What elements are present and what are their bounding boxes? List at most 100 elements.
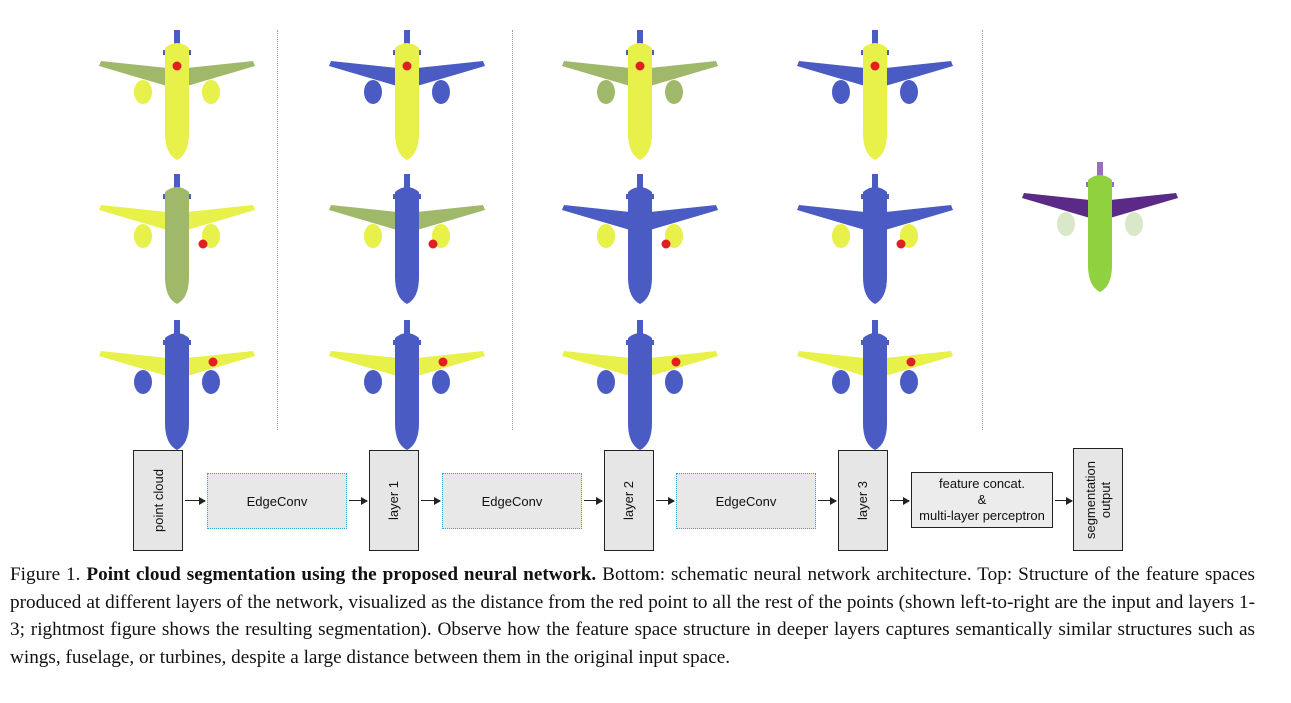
fuselage-shape bbox=[628, 333, 652, 450]
turbine-shape bbox=[364, 370, 382, 394]
query-point bbox=[208, 357, 218, 367]
wing-shape bbox=[329, 205, 485, 230]
fuselage-shape bbox=[395, 43, 419, 160]
wing-shape bbox=[99, 351, 255, 376]
query-point bbox=[671, 357, 681, 367]
airplane-point-cloud bbox=[99, 30, 255, 160]
wing-shape bbox=[562, 61, 718, 86]
edgeconv-label: EdgeConv bbox=[715, 493, 777, 509]
arrow bbox=[421, 496, 441, 505]
segmentation-result-plane bbox=[1020, 160, 1180, 300]
wing-shape bbox=[797, 351, 953, 376]
airplane-point-cloud bbox=[797, 30, 953, 160]
fuselage-shape bbox=[863, 43, 887, 160]
wing-shape bbox=[562, 205, 718, 230]
tail-shape bbox=[163, 174, 191, 199]
fuselage-shape bbox=[165, 187, 189, 304]
segmentation-output-label: segmentation output bbox=[1083, 460, 1113, 538]
mlp-label-line-2: & bbox=[977, 492, 987, 507]
wing-shape bbox=[99, 205, 255, 230]
column-divider bbox=[277, 30, 278, 430]
turbine-shape bbox=[665, 370, 683, 394]
tail-shape bbox=[861, 174, 889, 199]
airplane-point-cloud bbox=[99, 174, 255, 304]
wing-shape bbox=[329, 351, 485, 376]
fuselage-shape bbox=[628, 187, 652, 304]
mlp-label-line-3: multi-layer perceptron bbox=[919, 508, 1045, 523]
fuselage-shape bbox=[395, 333, 419, 450]
turbine-shape bbox=[1125, 212, 1143, 236]
turbine-shape bbox=[597, 80, 615, 104]
turbine-shape bbox=[432, 80, 450, 104]
plane-row-1-layer-3 bbox=[795, 28, 955, 168]
figure-caption: Figure 1. Point cloud segmentation using… bbox=[10, 561, 1255, 671]
airplane-point-cloud bbox=[329, 320, 485, 450]
query-point bbox=[896, 239, 906, 249]
airplane-point-cloud bbox=[562, 174, 718, 304]
turbine-shape bbox=[832, 370, 850, 394]
edgeconv-label: EdgeConv bbox=[481, 493, 543, 509]
tail-shape bbox=[626, 30, 654, 55]
point-cloud-label: point cloud bbox=[150, 469, 166, 532]
turbine-shape bbox=[364, 224, 382, 248]
edgeconv-label: EdgeConv bbox=[246, 493, 308, 509]
caption-label: Figure 1. bbox=[10, 564, 81, 585]
plane-row-3-layer-1 bbox=[327, 318, 487, 458]
layer-1-block: layer 1 bbox=[369, 450, 419, 551]
turbine-shape bbox=[202, 80, 220, 104]
arrow bbox=[1055, 496, 1073, 505]
airplane-point-cloud bbox=[329, 30, 485, 160]
turbine-shape bbox=[900, 80, 918, 104]
tail-shape bbox=[393, 30, 421, 55]
turbine-shape bbox=[665, 80, 683, 104]
arrow bbox=[349, 496, 368, 505]
output-label-line-2: output bbox=[1098, 481, 1113, 518]
caption-title: Point cloud segmentation using the propo… bbox=[86, 564, 597, 585]
query-point bbox=[870, 61, 880, 71]
plane-row-2-input bbox=[97, 172, 257, 312]
plane-row-1-layer-1 bbox=[327, 28, 487, 168]
turbine-shape bbox=[134, 370, 152, 394]
tail-shape bbox=[393, 174, 421, 199]
layer-2-label: layer 2 bbox=[621, 480, 637, 521]
wing-shape bbox=[562, 351, 718, 376]
query-point bbox=[438, 357, 448, 367]
turbine-shape bbox=[432, 370, 450, 394]
wing-shape bbox=[1022, 193, 1178, 218]
fuselage-shape bbox=[863, 333, 887, 450]
turbine-shape bbox=[364, 80, 382, 104]
layer-2-block: layer 2 bbox=[604, 450, 654, 551]
query-point bbox=[906, 357, 916, 367]
plane-row-2-layer-2 bbox=[560, 172, 720, 312]
output-label-line-1: segmentation bbox=[1083, 460, 1098, 539]
turbine-shape bbox=[134, 80, 152, 104]
airplane-point-cloud bbox=[329, 174, 485, 304]
arrow bbox=[890, 496, 910, 505]
plane-row-2-layer-3 bbox=[795, 172, 955, 312]
wing-shape bbox=[797, 205, 953, 230]
airplane-point-cloud bbox=[797, 174, 953, 304]
airplane-point-cloud bbox=[99, 320, 255, 450]
segmented-airplane bbox=[1022, 162, 1178, 292]
fuselage-shape bbox=[165, 333, 189, 450]
mlp-label-line-1: feature concat. bbox=[939, 476, 1025, 491]
turbine-shape bbox=[832, 224, 850, 248]
turbine-shape bbox=[597, 370, 615, 394]
query-point bbox=[198, 239, 208, 249]
turbine-shape bbox=[1057, 212, 1075, 236]
fuselage-shape bbox=[863, 187, 887, 304]
edgeconv-block-1: EdgeConv bbox=[207, 473, 347, 529]
layer-3-block: layer 3 bbox=[838, 450, 888, 551]
tail-shape bbox=[626, 174, 654, 199]
column-divider bbox=[512, 30, 513, 430]
turbine-shape bbox=[900, 370, 918, 394]
query-point bbox=[661, 239, 671, 249]
turbine-shape bbox=[832, 80, 850, 104]
query-point bbox=[402, 61, 412, 71]
wing-shape bbox=[329, 61, 485, 86]
segmentation-output-block: segmentation output bbox=[1073, 448, 1123, 551]
arrow bbox=[818, 496, 837, 505]
caption-body: Bottom: schematic neural network archite… bbox=[10, 564, 1256, 668]
tail-shape bbox=[861, 30, 889, 55]
fuselage-shape bbox=[628, 43, 652, 160]
